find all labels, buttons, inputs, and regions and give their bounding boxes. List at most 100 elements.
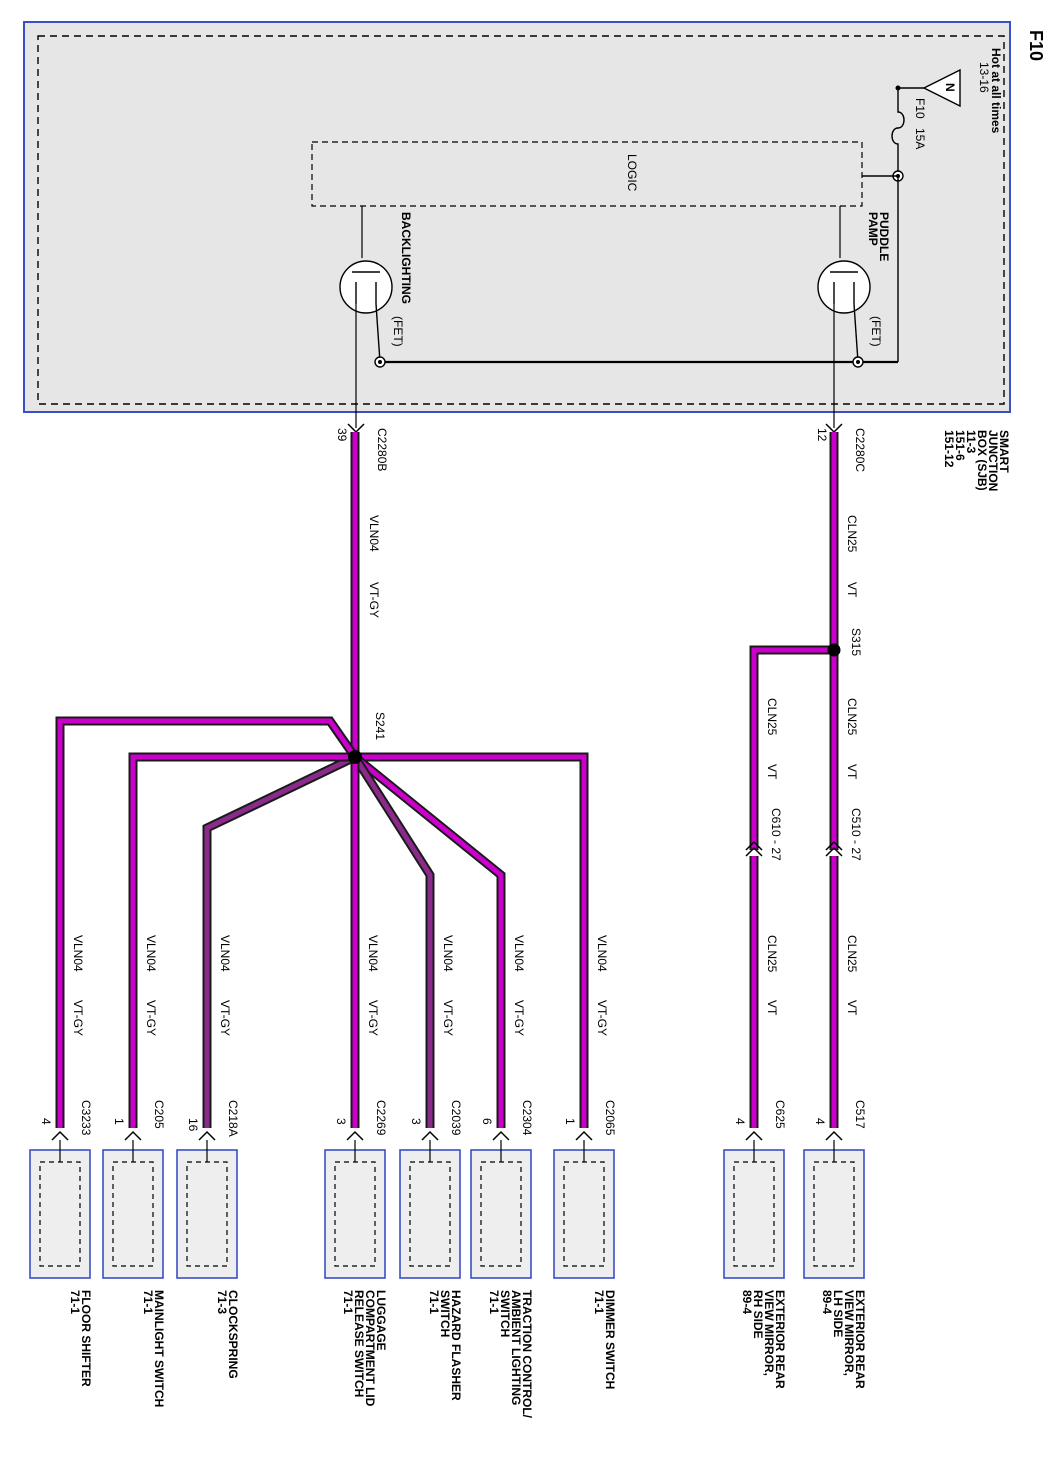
pin-label: 1 (112, 1118, 126, 1125)
wire-label-color: VT (845, 582, 859, 598)
component-name: TRACTION CONTROL/AMBIENT LIGHTINGSWITCH7… (487, 1290, 534, 1419)
connector-label: C2269 (374, 1100, 388, 1136)
pin-label: 4 (39, 1118, 53, 1125)
connector-icon (421, 1130, 439, 1141)
component-name: LUGGAGECOMPARTMENT LIDRELEASE SWITCH71-1 (341, 1290, 388, 1407)
component-name: DIMMER SWITCH71-1 (592, 1290, 617, 1389)
pin-c2280b: 39 (335, 428, 349, 442)
wire-label-code: VLN04 (441, 935, 455, 972)
connector-icon (825, 1130, 843, 1141)
connector-label: C218A (226, 1100, 240, 1137)
fuse-name: F10 (913, 98, 927, 119)
component-name: HAZARD FLASHERSWITCH71-1 (427, 1290, 463, 1401)
component-box (324, 1149, 386, 1279)
pin-label: 6 (480, 1118, 494, 1125)
connector-icon (51, 1130, 69, 1141)
power-source-symbol: N (943, 83, 957, 92)
component-box (553, 1149, 615, 1279)
connector-icon (124, 1130, 142, 1141)
wire-vln04-branch-4 (202, 752, 357, 1128)
connector-icon (198, 1130, 216, 1141)
pin-label: 16 (186, 1118, 200, 1132)
component-name: EXTERIOR REARVIEW MIRROR,LH SIDE89-4 (820, 1290, 867, 1389)
inline-connector-c610: C610 - 27 (769, 808, 783, 861)
wire-cln25-rh (749, 645, 834, 850)
power-source-icon (922, 68, 961, 108)
wire-vln04-branch-1 (352, 753, 506, 1128)
wire-label-color: VT-GY (512, 1000, 526, 1036)
wire-label-color: VT (845, 1000, 859, 1016)
wire-label-code: CLN25 (845, 935, 859, 973)
connector-icon (575, 1130, 593, 1141)
connector-label: C2065 (603, 1100, 617, 1136)
component-box (399, 1149, 461, 1279)
connector-icon (346, 1130, 364, 1141)
splice-s241 (348, 750, 362, 764)
splice-s315 (827, 643, 841, 657)
hot-label: Hot at all times (989, 48, 1003, 134)
fet-backlight-type: (FET) (391, 316, 405, 347)
wire-label-color: VT-GY (595, 1000, 609, 1036)
wire-label-color: VT-GY (367, 582, 381, 618)
fet-puddle-drain (853, 303, 859, 363)
inline-connector-c510: C510 - 27 (849, 808, 863, 861)
wire-vln04-branch-5 (128, 752, 355, 1128)
wire-label-color: VT-GY (218, 1000, 232, 1036)
wire-label-code: CLN25 (845, 515, 859, 553)
wire-vln04-branch-6 (55, 716, 359, 1128)
sjb-name: SMART JUNCTION BOX (SJB) 11-3 151-6 151-… (942, 430, 1011, 495)
wire-label-code: VLN04 (218, 935, 232, 972)
fet-puddle-type: (FET) (869, 316, 883, 347)
splice-s315-label: S315 (849, 628, 863, 656)
inline-connector-c610-icon (745, 840, 763, 857)
wire-label-code: CLN25 (845, 698, 859, 736)
wire-label-code: VLN04 (512, 935, 526, 972)
fet-backlight-node-inner (378, 360, 382, 364)
connector-label: C2304 (520, 1100, 534, 1136)
wire-label-code: VLN04 (367, 515, 381, 552)
component-box (176, 1149, 238, 1279)
connector-c2280c: C2280C (853, 428, 867, 472)
component-box (29, 1149, 91, 1279)
connector-c2280b: C2280B (375, 428, 389, 471)
connector-label: C517 (853, 1100, 867, 1129)
connector-label: C625 (773, 1100, 787, 1129)
component-box (723, 1149, 785, 1279)
wire-label-code: CLN25 (765, 698, 779, 736)
splice-s241-label: S241 (373, 712, 387, 740)
pin-label: 3 (334, 1118, 348, 1125)
wire-label-code: VLN04 (71, 935, 85, 972)
wire-label-color: VT-GY (71, 1000, 85, 1036)
hot-ref: 13-16 (977, 62, 991, 93)
wire-label-color: VT-GY (441, 1000, 455, 1036)
wire-label-code: VLN04 (144, 935, 158, 972)
connector-icon (492, 1130, 510, 1141)
pin-label: 4 (733, 1118, 747, 1125)
component-name: FLOOR SHIFTER71-1 (68, 1290, 93, 1387)
pin-label: 3 (409, 1118, 423, 1125)
fet-backlight-name: BACKLIGHTING (399, 212, 413, 304)
inline-connector-c510-icon (825, 840, 843, 857)
component-box (803, 1149, 865, 1279)
wire-label-code: CLN25 (765, 935, 779, 973)
page-id: F10 (1026, 30, 1046, 61)
connector-label: C3233 (79, 1100, 93, 1136)
fet-puddle-node-inner (856, 360, 860, 364)
component-name: MAINLIGHT SWITCH71-1 (141, 1290, 166, 1407)
wire-label-color: VT-GY (366, 1000, 380, 1036)
component-name: EXTERIOR REARVIEW MIRROR,RH SIDE89-4 (740, 1290, 787, 1389)
sjb-box (23, 21, 1011, 413)
fet-backlight-icon (339, 260, 393, 314)
wire-label-code: VLN04 (366, 935, 380, 972)
